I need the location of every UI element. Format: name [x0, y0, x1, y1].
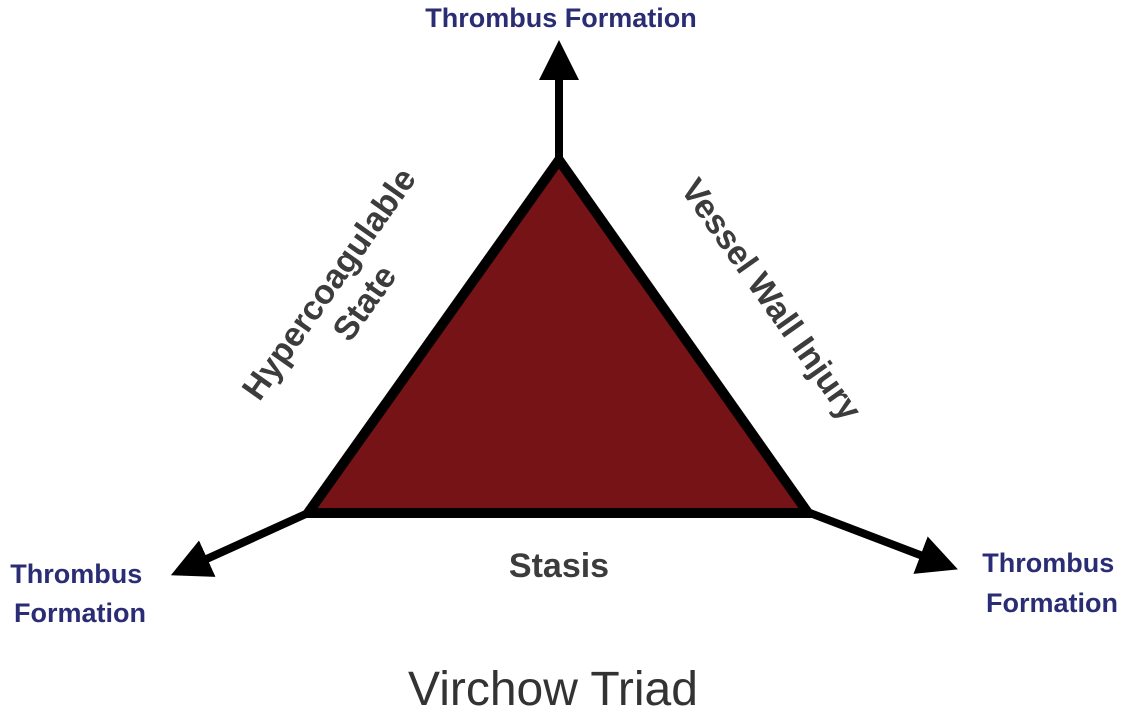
outcome-right-label: Thrombus Formation [982, 548, 1122, 618]
outcome-top-label: Thrombus Formation [425, 3, 697, 33]
outcome-left-line2: Formation [14, 598, 146, 628]
diagram-title: Virchow Triad [408, 663, 698, 716]
factor-bottom-label: Stasis [509, 547, 609, 585]
triad-triangle [298, 151, 818, 518]
outcome-right-line2: Formation [986, 588, 1118, 618]
arrow-right [808, 509, 958, 574]
outcome-left-label: Thrombus Formation [10, 559, 150, 628]
outcome-right-line1: Thrombus [982, 548, 1114, 578]
arrow-left [170, 509, 310, 577]
outcome-left-line1: Thrombus [10, 559, 142, 589]
